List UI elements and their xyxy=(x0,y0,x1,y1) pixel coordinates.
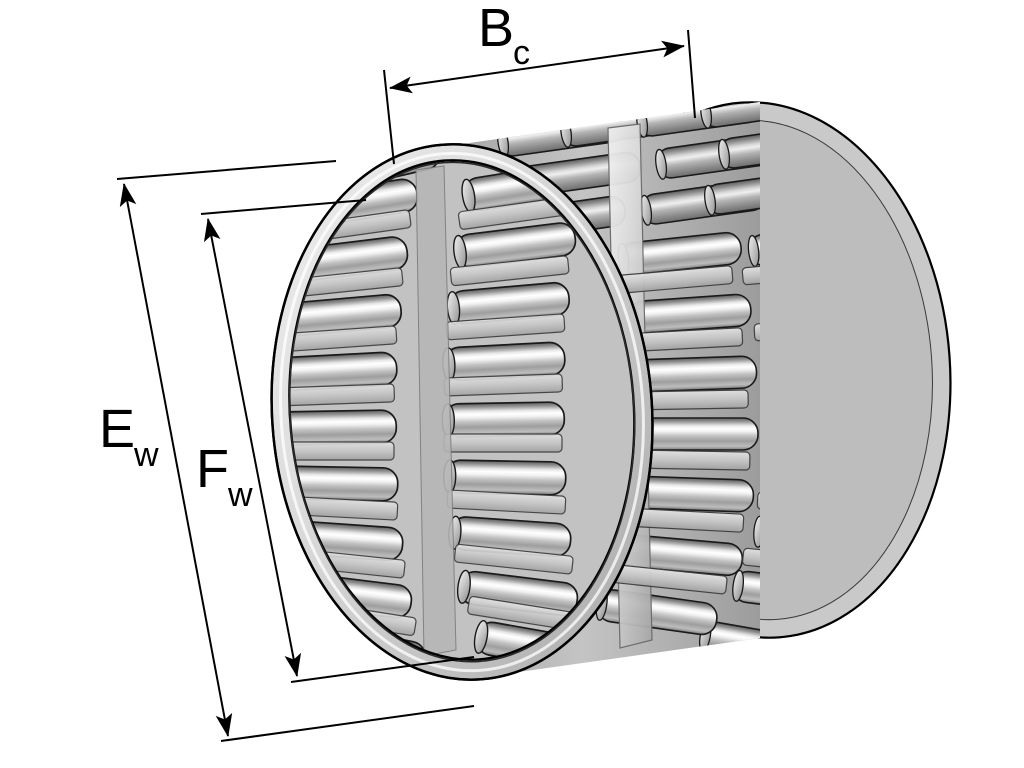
needle-roller xyxy=(633,355,758,393)
needle-roller xyxy=(275,409,398,446)
bc-dimension-line xyxy=(389,40,685,94)
fw-dimension-line xyxy=(203,218,302,677)
bc-extension-line-right xyxy=(687,29,696,119)
bore-inner-rib xyxy=(415,165,457,657)
cage-bar xyxy=(275,383,396,407)
label-fw: F w xyxy=(196,439,253,514)
needle-roller xyxy=(443,401,566,438)
cage-bar xyxy=(742,547,760,578)
fw-extension-line-bottom xyxy=(290,656,475,683)
cage-bar xyxy=(449,255,570,287)
label-ew-symbol: E xyxy=(99,399,135,459)
cage-bar xyxy=(453,543,574,575)
cage-bar xyxy=(756,491,760,516)
bc-extension-line-left xyxy=(383,69,395,165)
label-fw-subscript: w xyxy=(227,476,253,514)
label-fw-symbol: F xyxy=(196,439,229,499)
fw-extension-line-top xyxy=(200,199,367,215)
label-bc-subscript: c xyxy=(513,34,530,72)
cage-bar xyxy=(443,373,564,397)
cage-bar xyxy=(443,433,563,453)
cage-bar xyxy=(753,317,760,342)
dimension-fw xyxy=(200,199,475,683)
dimension-labels: B c E w F w xyxy=(99,0,530,514)
label-bc: B c xyxy=(478,0,530,72)
ew-extension-line-bottom xyxy=(220,705,475,742)
needle-roller xyxy=(635,417,759,451)
ew-extension-line-top xyxy=(116,160,337,180)
needle-roller xyxy=(444,459,567,496)
label-bc-symbol: B xyxy=(478,0,514,58)
dimension-bc xyxy=(383,29,696,165)
cage-bars xyxy=(607,257,760,595)
label-ew-subscript: w xyxy=(133,436,159,474)
bearing-assembly xyxy=(270,101,952,681)
label-ew: E w xyxy=(99,399,159,474)
bore-cage-bars xyxy=(275,195,585,636)
dimension-annotations xyxy=(116,29,696,742)
cage-bar xyxy=(741,257,760,286)
